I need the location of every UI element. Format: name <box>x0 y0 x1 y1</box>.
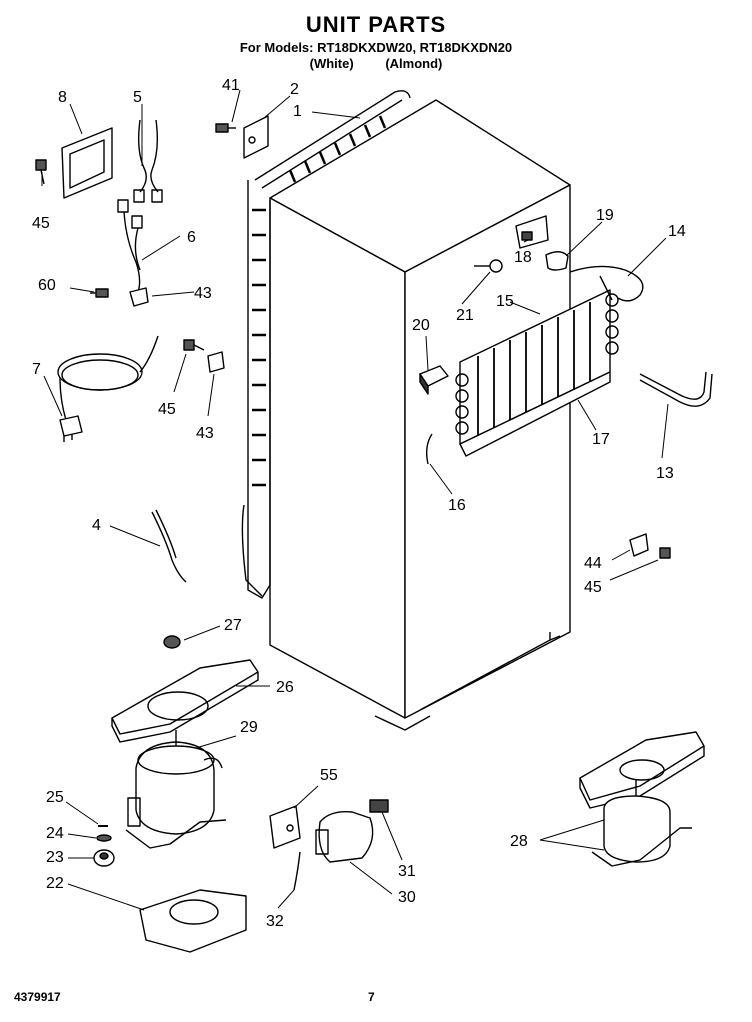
callout-24: 24 <box>46 825 64 842</box>
clip-part-44 <box>629 533 649 557</box>
connector-part-21 <box>474 259 503 273</box>
callout-22: 22 <box>46 875 64 892</box>
callout-55: 55 <box>320 767 338 784</box>
callout-45-middle: 45 <box>158 401 176 418</box>
callout-18: 18 <box>514 249 532 266</box>
page-number: 7 <box>368 990 375 1004</box>
screw-part-45-right <box>659 547 671 559</box>
callout-15: 15 <box>496 293 514 310</box>
callout-17: 17 <box>592 431 610 448</box>
wire-harness-part-5 <box>133 119 163 203</box>
callout-29: 29 <box>240 719 258 736</box>
callout-labels: 8 5 41 2 1 45 6 60 43 7 45 43 4 19 14 18… <box>32 77 686 930</box>
callout-32: 32 <box>266 913 284 930</box>
document-number: 4379917 <box>14 990 61 1004</box>
callout-14: 14 <box>668 223 686 240</box>
callout-5: 5 <box>133 89 142 106</box>
callout-4: 4 <box>92 517 101 534</box>
callout-13: 13 <box>656 465 674 482</box>
clip-part-43-upper <box>129 287 149 307</box>
callout-41: 41 <box>222 77 240 94</box>
callout-16: 16 <box>448 497 466 514</box>
grommet-part-23 <box>93 849 115 867</box>
condenser-coil <box>241 90 411 599</box>
callout-8: 8 <box>58 89 67 106</box>
screw-part-41 <box>215 123 236 133</box>
wire-harness-part-6 <box>117 199 143 293</box>
power-cord-part-7 <box>57 335 159 442</box>
compressor-base-part-22 <box>139 889 247 953</box>
callout-44: 44 <box>584 555 602 572</box>
relay-part-20 <box>419 365 449 395</box>
finish-labels: (White) (Almond) <box>0 56 752 71</box>
finish-almond: (Almond) <box>385 56 443 71</box>
callout-1: 1 <box>293 103 302 120</box>
finish-white: (White) <box>309 56 354 71</box>
callout-30: 30 <box>398 889 416 906</box>
callout-31: 31 <box>398 863 416 880</box>
compressor-assembly-part-28 <box>579 731 705 867</box>
cover-panel-part-8 <box>61 127 113 199</box>
callout-43-upper: 43 <box>194 285 212 302</box>
drier-part-13 <box>639 371 713 407</box>
washer-part-24 <box>96 834 112 842</box>
screw-part-45-top <box>35 159 47 185</box>
clip-part-43-lower <box>207 351 225 373</box>
wire-part-32 <box>293 851 301 891</box>
page-title: UNIT PARTS <box>305 12 447 37</box>
relay-cover-part-55 <box>269 805 301 849</box>
callout-26: 26 <box>276 679 294 696</box>
drain-pan-part-26 <box>111 659 259 743</box>
nut-part-27 <box>163 635 181 649</box>
callout-21: 21 <box>456 307 474 324</box>
callout-43-lower: 43 <box>196 425 214 442</box>
bracket-part-2 <box>243 115 269 159</box>
tube-part-16 <box>425 433 433 465</box>
sensor-part-4 <box>151 509 187 583</box>
screw-part-60 <box>90 288 109 298</box>
screw-part-45-middle <box>183 339 205 351</box>
callout-20: 20 <box>412 317 430 334</box>
condenser-part-15 <box>455 289 619 457</box>
callout-28: 28 <box>510 833 528 850</box>
callout-7: 7 <box>32 361 41 378</box>
callout-2: 2 <box>290 81 299 98</box>
leader-lines <box>41 89 669 911</box>
callout-60: 60 <box>38 277 56 294</box>
callout-45-top: 45 <box>32 215 50 232</box>
heat-exchanger-part-14 <box>569 265 644 302</box>
callout-19: 19 <box>596 207 614 224</box>
compressor-part-29 <box>125 730 227 849</box>
callout-23: 23 <box>46 849 64 866</box>
bracket-part-18 <box>515 215 549 249</box>
relay-part-30 <box>315 811 374 863</box>
callout-6: 6 <box>187 229 196 246</box>
model-list: For Models: RT18DKXDW20, RT18DKXDN20 <box>239 40 513 55</box>
callout-25: 25 <box>46 789 64 806</box>
overload-part-31 <box>369 799 389 813</box>
callout-45-right: 45 <box>584 579 602 596</box>
clip-part-19 <box>545 251 569 271</box>
callout-27: 27 <box>224 617 242 634</box>
